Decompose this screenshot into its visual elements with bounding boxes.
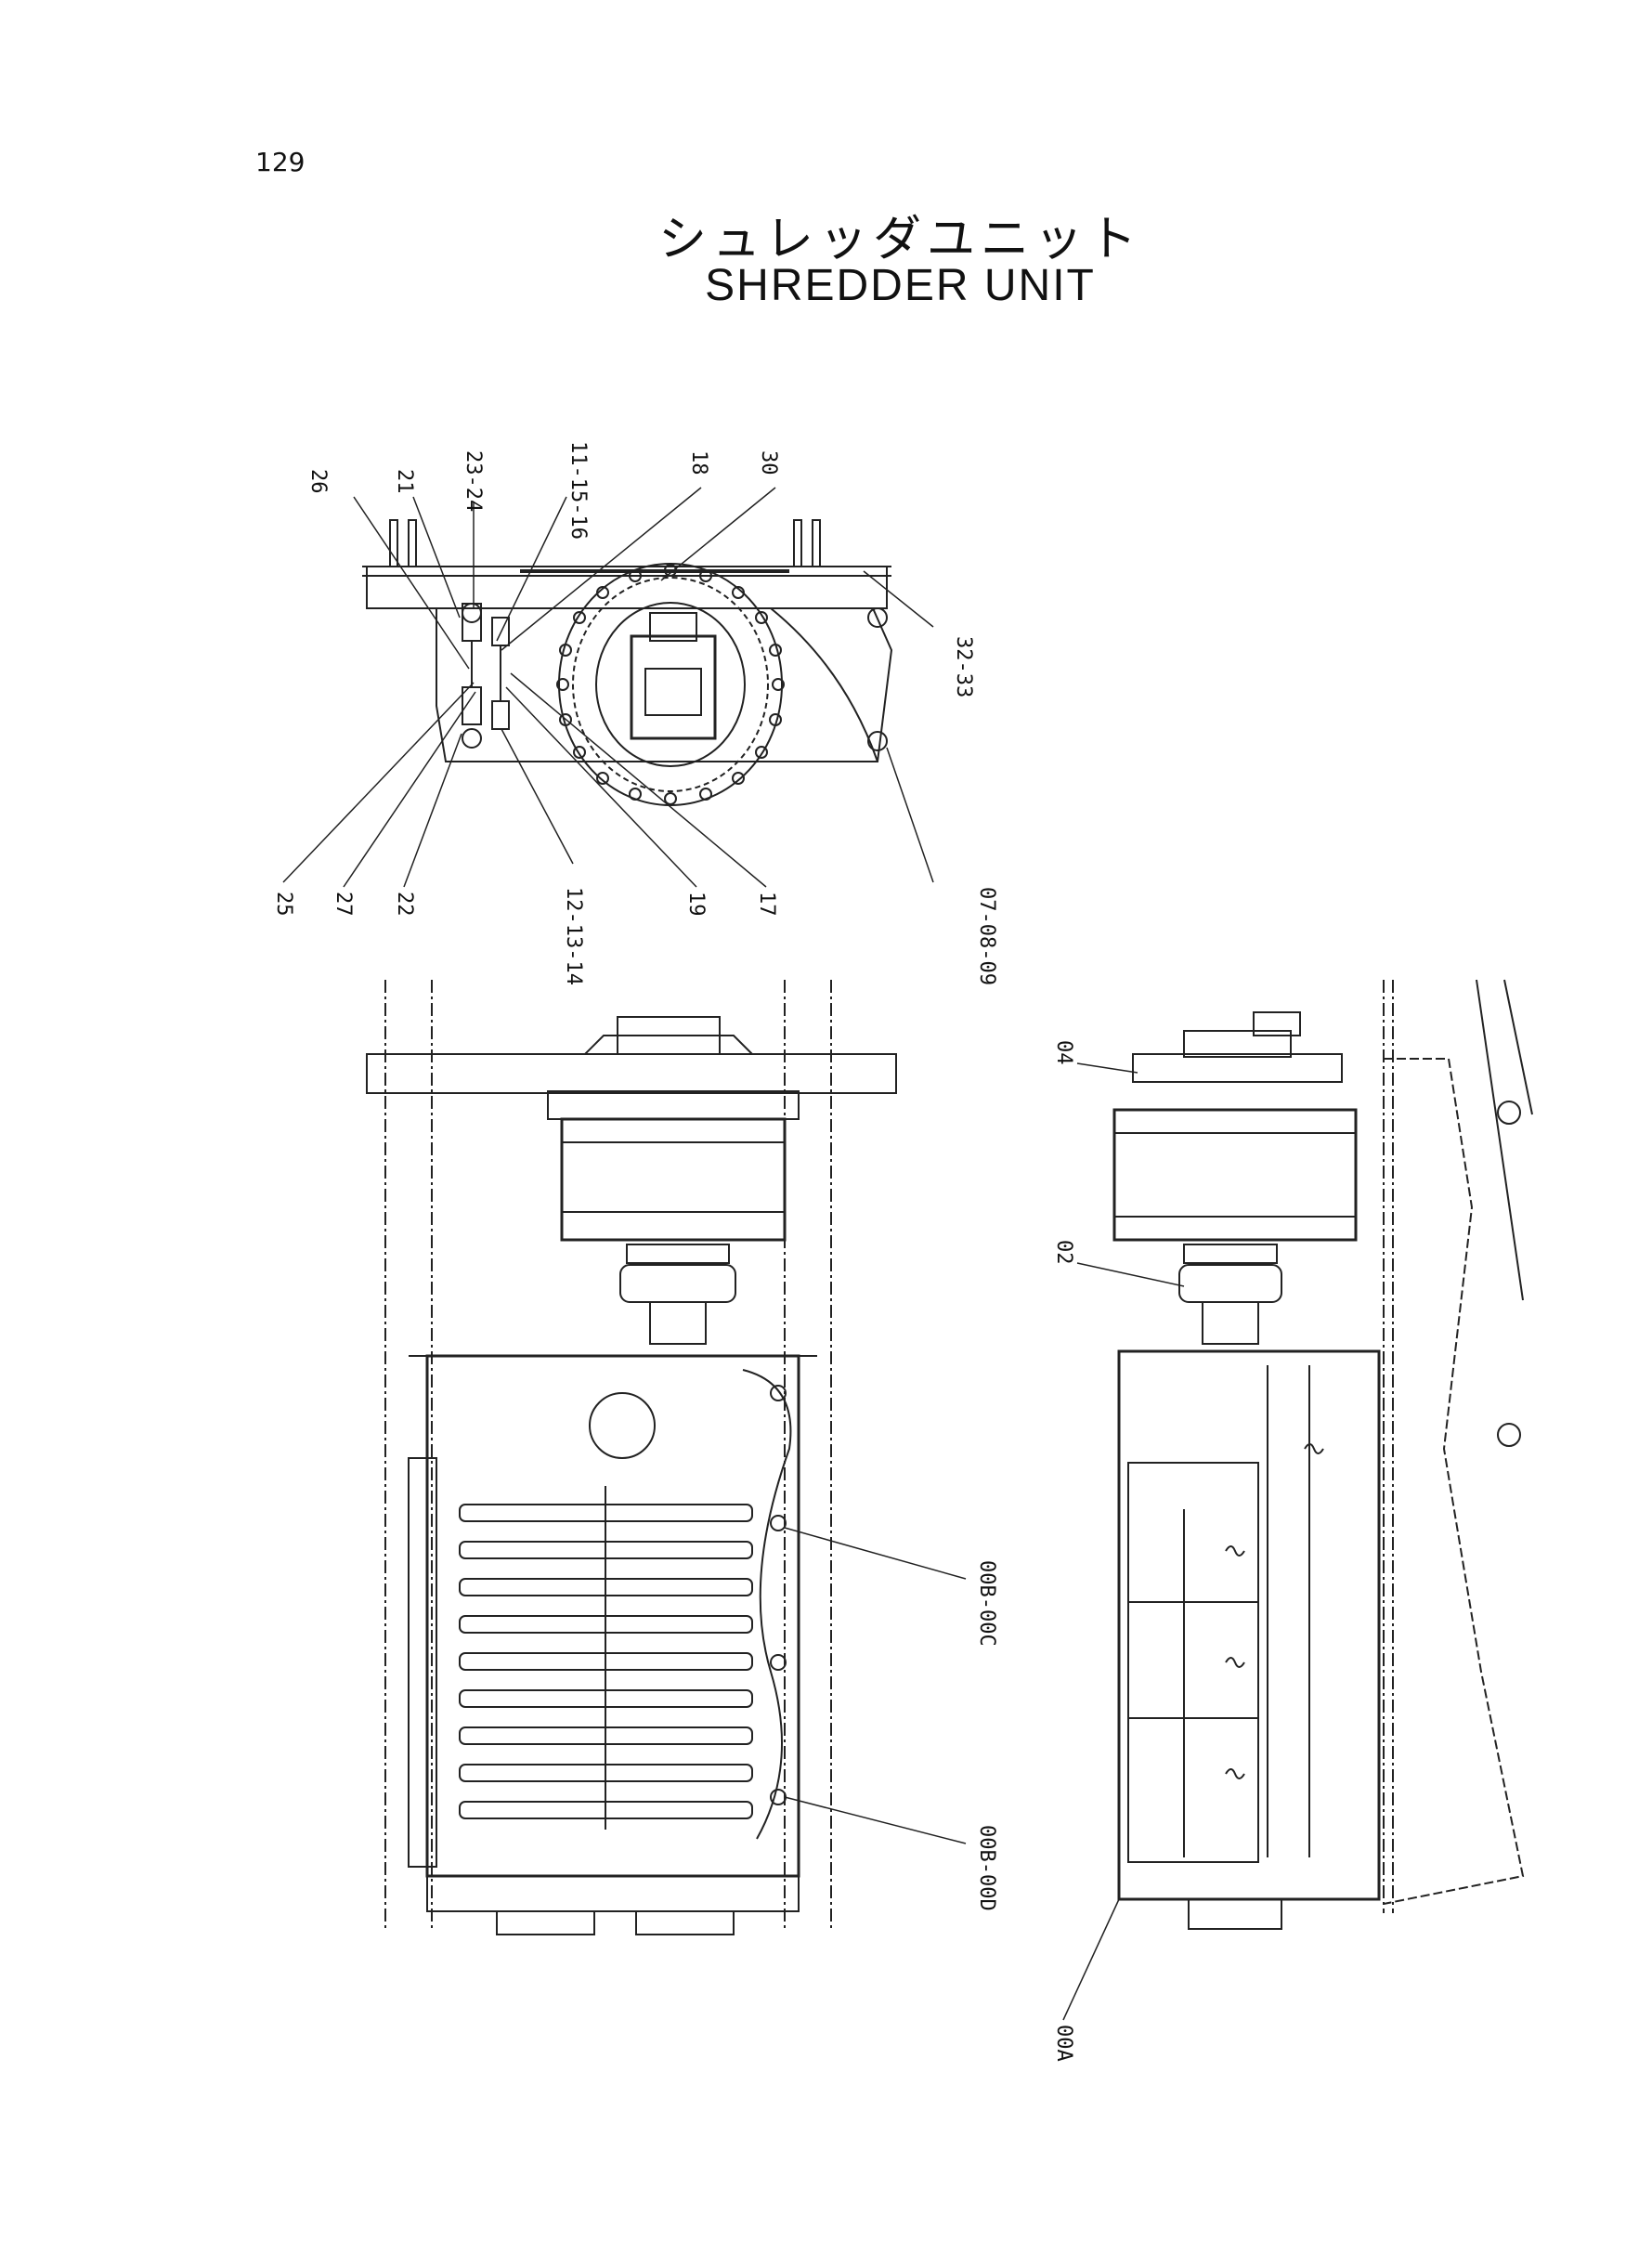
callout-00A: 00A bbox=[1052, 2025, 1075, 2062]
page-number: 129 bbox=[255, 147, 306, 177]
callout-23-24: 23-24 bbox=[462, 450, 485, 513]
front-view-leaders bbox=[784, 1527, 967, 1844]
callout-04: 04 bbox=[1052, 1040, 1075, 1065]
callout-22: 22 bbox=[393, 892, 416, 917]
side-view-leaders bbox=[1062, 1062, 1185, 2021]
callout-26: 26 bbox=[306, 469, 330, 494]
callout-32-33: 32-33 bbox=[952, 636, 975, 698]
callout-27: 27 bbox=[332, 892, 355, 917]
callout-00B-00C: 00B-00C bbox=[975, 1560, 998, 1647]
callout-21: 21 bbox=[393, 469, 416, 494]
callout-17: 17 bbox=[755, 892, 778, 917]
front-view bbox=[366, 980, 897, 1935]
side-view bbox=[1112, 979, 1533, 1930]
top-view bbox=[362, 519, 893, 806]
callout-07-08-09: 07-08-09 bbox=[975, 887, 998, 985]
callout-25: 25 bbox=[272, 892, 295, 917]
title-japanese: シュレッダユニット bbox=[658, 212, 1142, 267]
top-view-leaders bbox=[282, 487, 934, 888]
title-english: SHREDDER UNIT bbox=[705, 261, 1096, 310]
callout-11-15-16: 11-15-16 bbox=[566, 441, 590, 540]
callout-18: 18 bbox=[687, 450, 710, 476]
callout-00B-00D: 00B-00D bbox=[975, 1825, 998, 1911]
callout-30: 30 bbox=[757, 450, 780, 476]
callout-12-13-14: 12-13-14 bbox=[562, 887, 585, 985]
callout-02: 02 bbox=[1052, 1240, 1075, 1265]
callout-19: 19 bbox=[684, 892, 708, 917]
